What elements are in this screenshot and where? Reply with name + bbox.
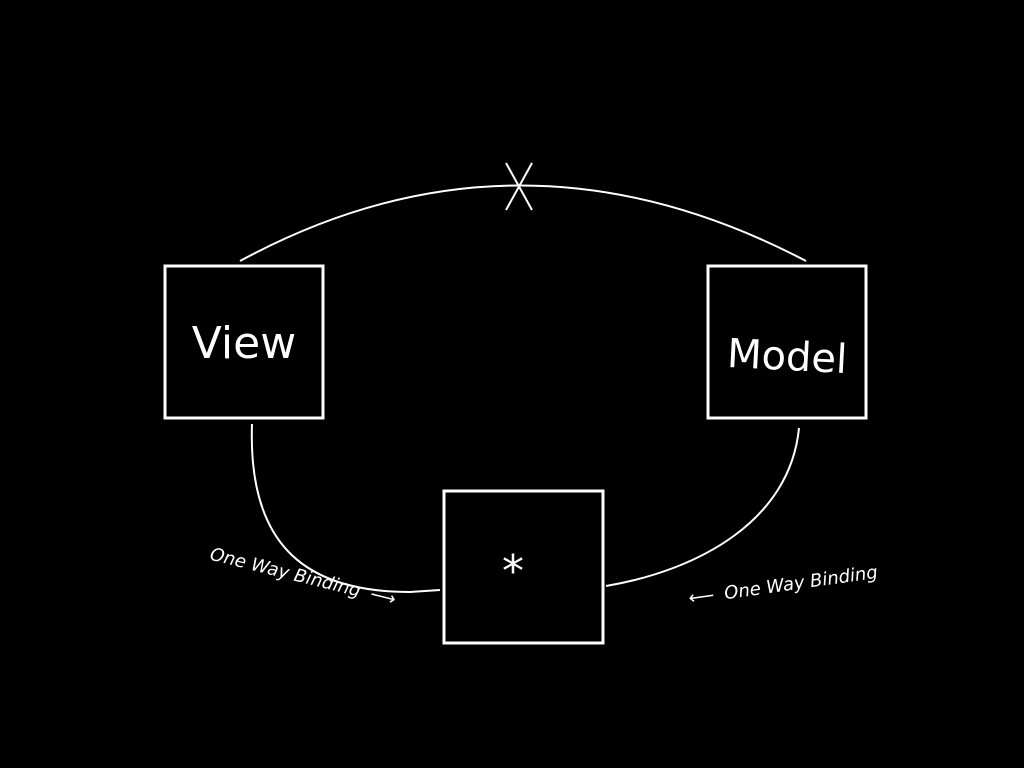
model-label: Model [726, 331, 848, 383]
right-arrow-icon: ⟶ [368, 584, 398, 611]
middle-label: * [502, 546, 524, 597]
view-model-connector [239, 184, 807, 262]
right-binding-label: One Way Binding [723, 562, 879, 604]
model-node: Model [706, 264, 868, 420]
view-label: View [192, 318, 296, 369]
left-binding-annotation: One Way Binding ⟶ [208, 544, 398, 611]
left-arrow-icon: ⟵ [687, 585, 715, 609]
blocked-cross-icon [505, 162, 533, 211]
model-binding-connector [605, 427, 800, 587]
right-binding-annotation: ⟵ One Way Binding [687, 562, 879, 609]
view-binding-connector [250, 423, 441, 594]
left-binding-label: One Way Binding [208, 544, 363, 602]
middle-node: * [442, 489, 605, 645]
view-node: View [163, 264, 325, 420]
